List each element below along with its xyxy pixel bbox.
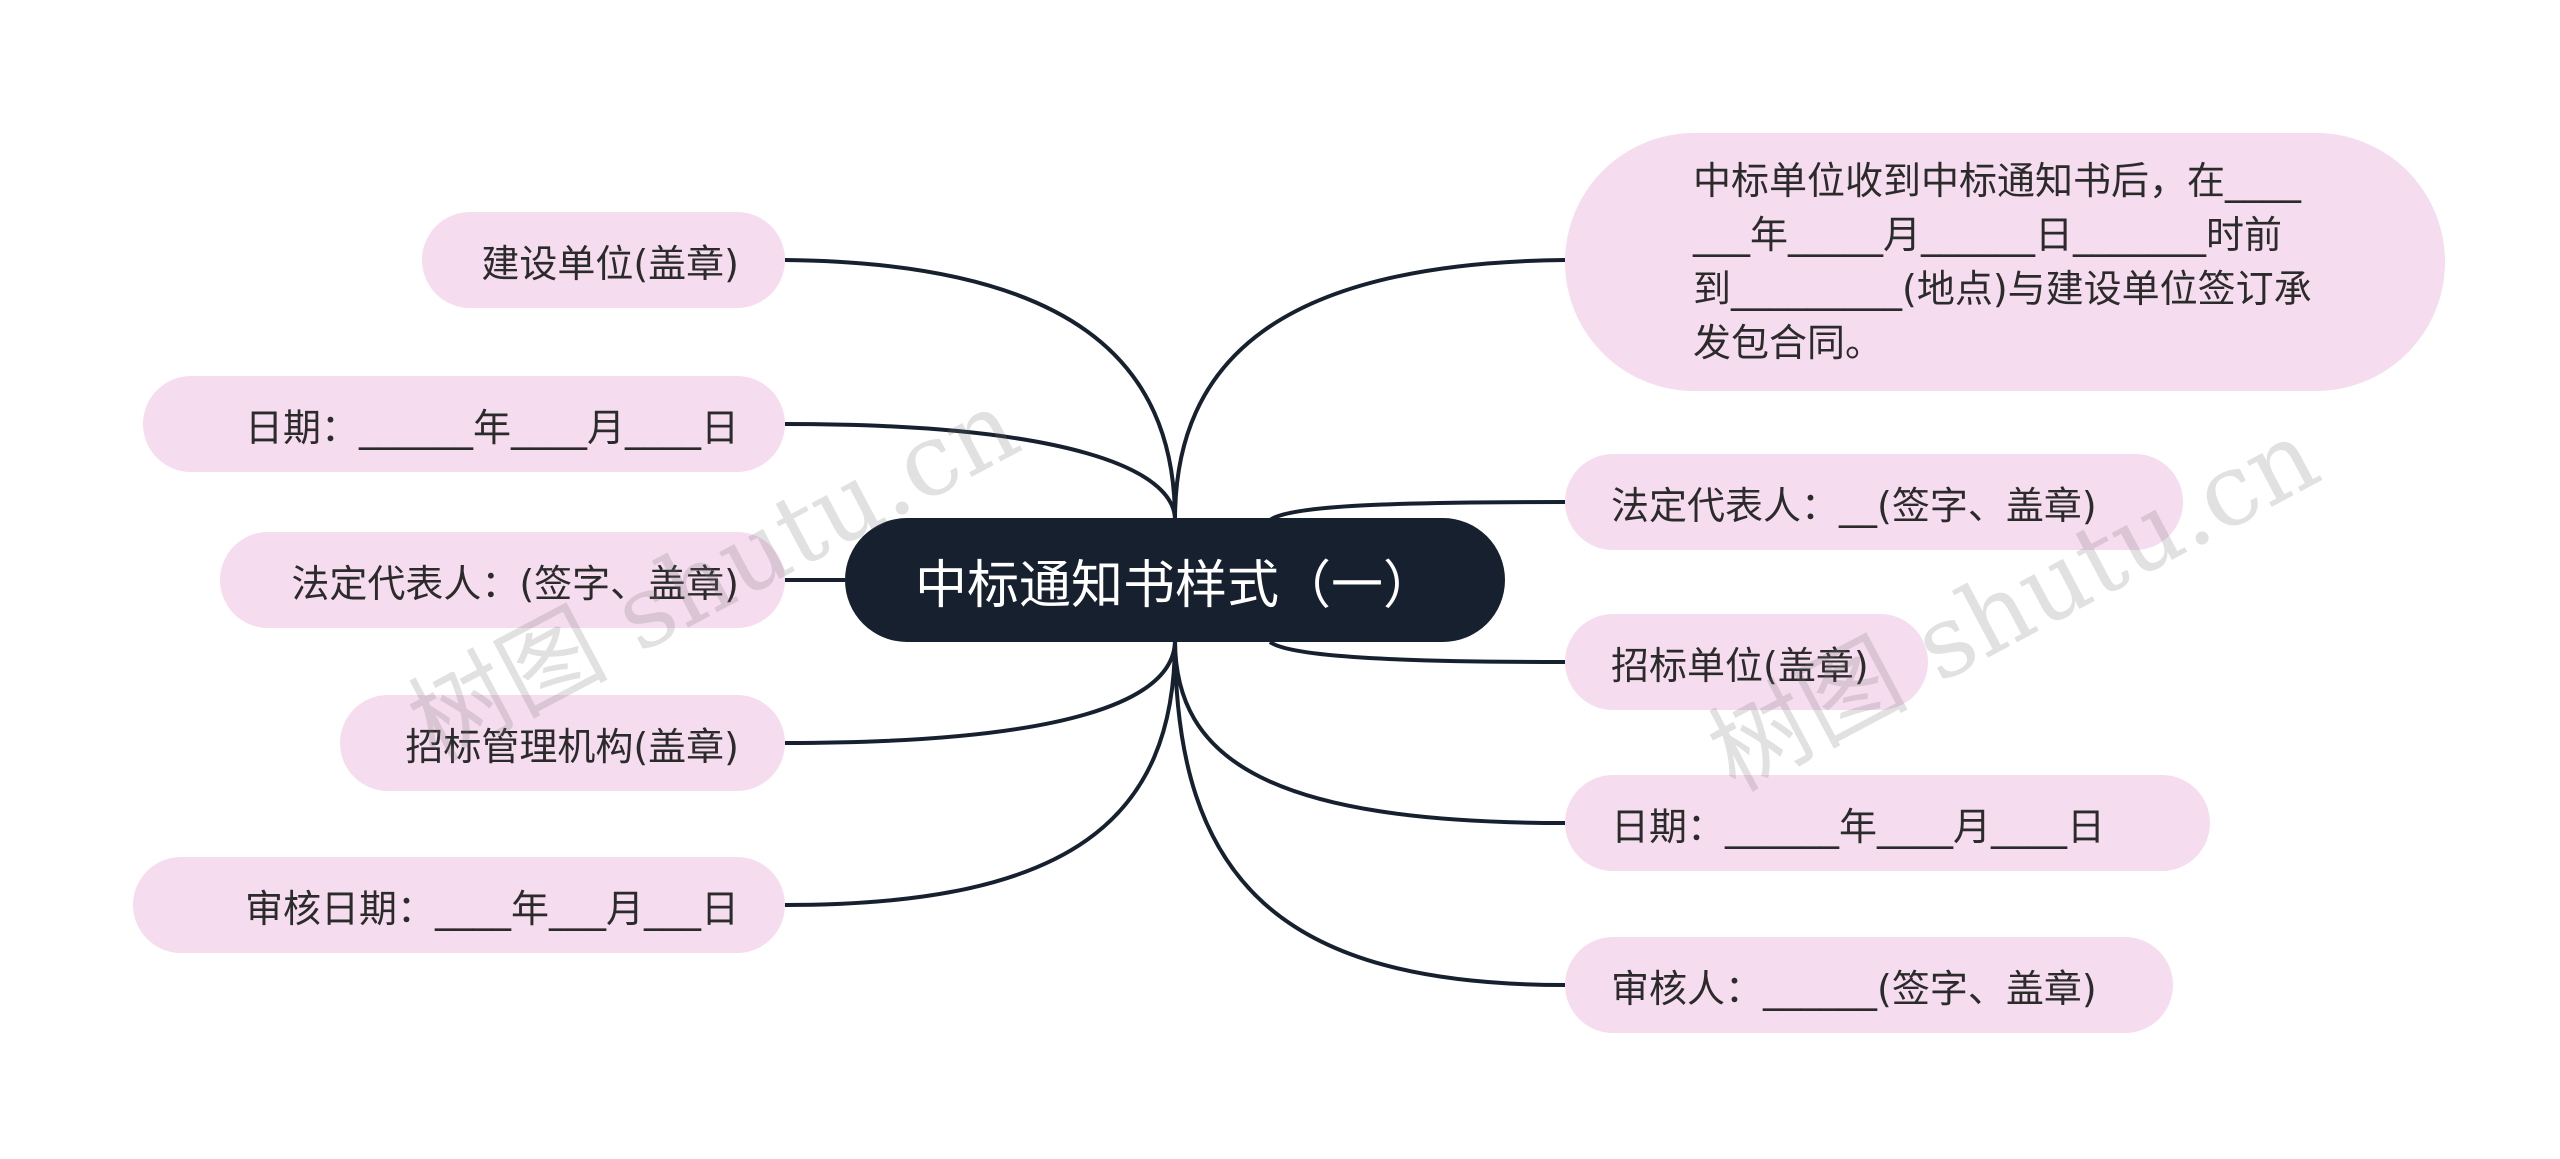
connector-left-5	[784, 639, 1177, 907]
node-label: 审核人：______(签字、盖章)	[1611, 966, 2097, 1011]
node-label: 法定代表人：__(签字、盖章)	[1611, 483, 2097, 528]
node-label: 中标单位收到中标通知书后，在_______年_____月______日_____…	[1693, 159, 2312, 365]
root-node[interactable]: 中标通知书样式（一）	[845, 518, 1505, 642]
connector-right-1	[1173, 258, 1566, 521]
node-label: 建设单位(盖章)	[481, 241, 739, 286]
connector-right-4	[1173, 639, 1566, 825]
root-node-label: 中标通知书样式（一）	[914, 555, 1435, 616]
connector-left-1	[784, 258, 1177, 521]
node-label: 日期：______年____月____日	[1611, 804, 2106, 849]
node-legal-representative-left[interactable]: 法定代表人：(签字、盖章)	[220, 532, 785, 628]
node-bidding-authority[interactable]: 招标管理机构(盖章)	[340, 695, 785, 791]
node-legal-representative-right[interactable]: 法定代表人：__(签字、盖章)	[1565, 454, 2183, 550]
node-contract-notice[interactable]: 中标单位收到中标通知书后，在_______年_____月______日_____…	[1565, 133, 2445, 391]
connector-right-5	[1173, 639, 1566, 987]
node-date-left[interactable]: 日期：______年____月____日	[143, 376, 785, 472]
node-label: 招标单位(盖章)	[1611, 643, 1869, 688]
node-label: 审核日期：____年___月___日	[244, 886, 739, 931]
node-review-date[interactable]: 审核日期：____年___月___日	[133, 857, 785, 953]
node-label: 招标管理机构(盖章)	[405, 724, 739, 769]
node-label: 日期：______年____月____日	[244, 405, 739, 450]
node-date-right[interactable]: 日期：______年____月____日	[1565, 775, 2210, 871]
connector-right-3	[1268, 640, 1566, 664]
connector-right-2	[1268, 500, 1566, 522]
node-construction-unit[interactable]: 建设单位(盖章)	[422, 212, 785, 308]
node-reviewer[interactable]: 审核人：______(签字、盖章)	[1565, 937, 2173, 1033]
connector-left-4	[784, 639, 1177, 745]
node-label: 法定代表人：(签字、盖章)	[291, 561, 739, 606]
node-bidding-unit[interactable]: 招标单位(盖章)	[1565, 614, 1928, 710]
connector-left-2	[784, 422, 1177, 521]
